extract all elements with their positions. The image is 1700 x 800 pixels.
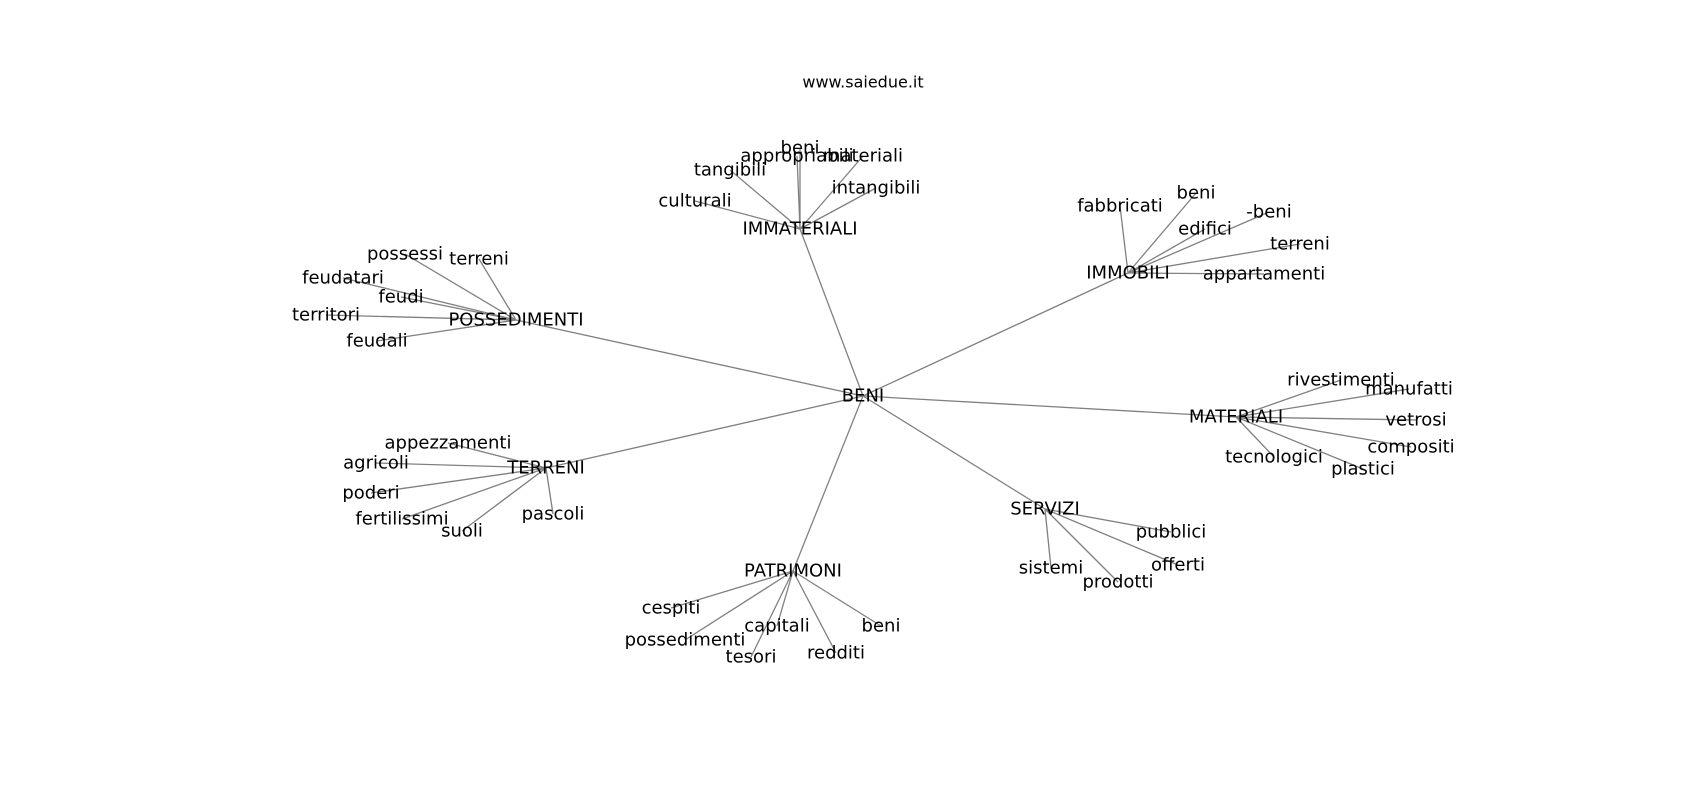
leaf-node-terreni-1: agricoli xyxy=(343,453,409,474)
group-node-terreni: TERRENI xyxy=(506,458,585,479)
diagram-title: www.saiedue.it xyxy=(802,73,923,92)
leaf-node-patrimoni-4: tesori xyxy=(726,647,777,668)
edge-servizi-3 xyxy=(1044,508,1119,583)
edge-root-materiali xyxy=(862,395,1237,418)
leaf-node-immobili-4: terreni xyxy=(1270,234,1330,255)
leaf-node-possedimenti-4: territori xyxy=(292,305,360,326)
edge-materiali-0 xyxy=(1235,379,1342,418)
edge-possedimenti-2 xyxy=(342,277,517,321)
leaf-node-immateriali-2: materiali xyxy=(823,146,903,167)
leaf-node-immobili-2: edifici xyxy=(1178,219,1232,240)
group-node-servizi: SERVIZI xyxy=(1010,499,1080,520)
leaf-node-materiali-3: compositi xyxy=(1367,437,1454,458)
edge-servizi-0 xyxy=(1044,508,1172,533)
leaf-node-possedimenti-0: possessi xyxy=(367,244,443,265)
edge-possedimenti-0 xyxy=(404,253,517,321)
edge-immobili-4 xyxy=(1127,243,1301,274)
leaf-node-servizi-2: sistemi xyxy=(1019,558,1083,579)
edge-root-possedimenti xyxy=(515,319,864,397)
leaf-node-materiali-4: tecnologici xyxy=(1225,447,1323,468)
leaf-node-terreni-0: appezzamenti xyxy=(385,433,512,454)
edge-patrimoni-1 xyxy=(776,570,794,627)
edge-terreni-0 xyxy=(447,442,547,469)
leaf-node-patrimoni-3: possedimenti xyxy=(625,630,746,651)
group-node-materiali: MATERIALI xyxy=(1189,407,1283,428)
leaf-node-terreni-3: fertilissimi xyxy=(355,509,448,530)
edge-possedimenti-4 xyxy=(325,314,517,321)
leaf-node-patrimoni-5: redditi xyxy=(807,643,865,664)
edge-servizi-2 xyxy=(1044,508,1052,569)
edge-immateriali-4 xyxy=(799,187,877,230)
edge-materiali-3 xyxy=(1235,416,1412,448)
leaf-node-patrimoni-2: beni xyxy=(862,616,901,637)
edge-patrimoni-2 xyxy=(792,570,882,627)
group-node-possedimenti: POSSEDIMENTI xyxy=(448,310,583,331)
leaf-node-immobili-5: appartamenti xyxy=(1203,264,1325,285)
leaf-node-servizi-1: offerti xyxy=(1151,555,1205,576)
edge-immobili-2 xyxy=(1127,228,1206,274)
leaf-node-immateriali-5: culturali xyxy=(658,191,731,212)
edge-patrimoni-3 xyxy=(684,570,794,641)
edge-patrimoni-0 xyxy=(670,570,794,609)
leaf-node-servizi-0: pubblici xyxy=(1136,522,1207,543)
leaf-node-possedimenti-1: terreni xyxy=(449,249,509,270)
leaf-node-immobili-3: -beni xyxy=(1246,202,1291,223)
edge-materiali-2 xyxy=(1235,416,1417,421)
leaf-node-materiali-5: plastici xyxy=(1331,459,1395,480)
leaf-node-possedimenti-5: feudali xyxy=(346,331,407,352)
leaf-node-patrimoni-0: cespiti xyxy=(642,598,701,619)
group-node-patrimoni: PATRIMONI xyxy=(744,561,842,582)
leaf-node-immobili-1: beni xyxy=(1177,183,1216,204)
leaf-node-possedimenti-3: feudi xyxy=(378,287,423,308)
leaf-node-immateriali-4: intangibili xyxy=(832,178,921,199)
edge-immobili-1 xyxy=(1127,192,1197,274)
edge-terreni-3 xyxy=(401,467,547,520)
edges xyxy=(325,148,1417,658)
edge-possedimenti-5 xyxy=(376,319,517,342)
edge-immateriali-3 xyxy=(729,169,801,230)
edge-immobili-0 xyxy=(1119,205,1129,274)
edge-root-terreni xyxy=(545,395,864,469)
leaf-node-possedimenti-2: feudatari xyxy=(302,268,384,289)
leaf-node-materiali-1: manufatti xyxy=(1365,379,1453,400)
edge-terreni-5 xyxy=(545,467,554,515)
leaf-node-servizi-3: prodotti xyxy=(1083,572,1154,593)
edge-materiali-1 xyxy=(1235,388,1410,418)
edge-terreni-1 xyxy=(375,462,547,469)
leaf-node-terreni-2: poderi xyxy=(342,483,399,504)
edge-terreni-2 xyxy=(370,467,547,494)
edge-materiali-5 xyxy=(1235,416,1364,470)
edge-immateriali-2 xyxy=(799,155,864,230)
edge-root-servizi xyxy=(862,395,1046,510)
edge-possedimenti-1 xyxy=(478,258,517,321)
edge-immobili-3 xyxy=(1127,211,1270,274)
edge-terreni-4 xyxy=(461,467,547,532)
edge-immateriali-5 xyxy=(694,200,801,230)
leaf-node-materiali-2: vetrosi xyxy=(1385,410,1446,431)
leaf-node-patrimoni-1: capitali xyxy=(744,616,809,637)
leaf-node-immateriali-3: tangibili xyxy=(694,160,766,181)
group-node-immobili: IMMOBILI xyxy=(1086,263,1170,284)
leaf-node-materiali-0: rivestimenti xyxy=(1287,370,1395,391)
leaf-node-immobili-0: fabbricati xyxy=(1077,196,1163,217)
edge-root-immateriali xyxy=(799,228,864,397)
leaf-node-immateriali-1: beni xyxy=(781,138,820,159)
leaf-node-terreni-5: pascoli xyxy=(522,504,585,525)
leaf-node-immateriali-0: appropriabili xyxy=(740,146,853,167)
edge-root-immobili xyxy=(862,272,1129,397)
edge-immobili-5 xyxy=(1127,272,1265,275)
root-node-label: BENI xyxy=(842,386,885,407)
leaf-node-terreni-4: suoli xyxy=(441,521,483,542)
group-node-immateriali: IMMATERIALI xyxy=(742,219,857,240)
edge-root-patrimoni xyxy=(792,395,864,572)
edge-patrimoni-5 xyxy=(792,570,837,654)
edge-servizi-1 xyxy=(1044,508,1179,566)
edge-materiali-4 xyxy=(1235,416,1275,458)
edge-possedimenti-3 xyxy=(400,296,517,321)
edge-patrimoni-4 xyxy=(750,570,794,658)
